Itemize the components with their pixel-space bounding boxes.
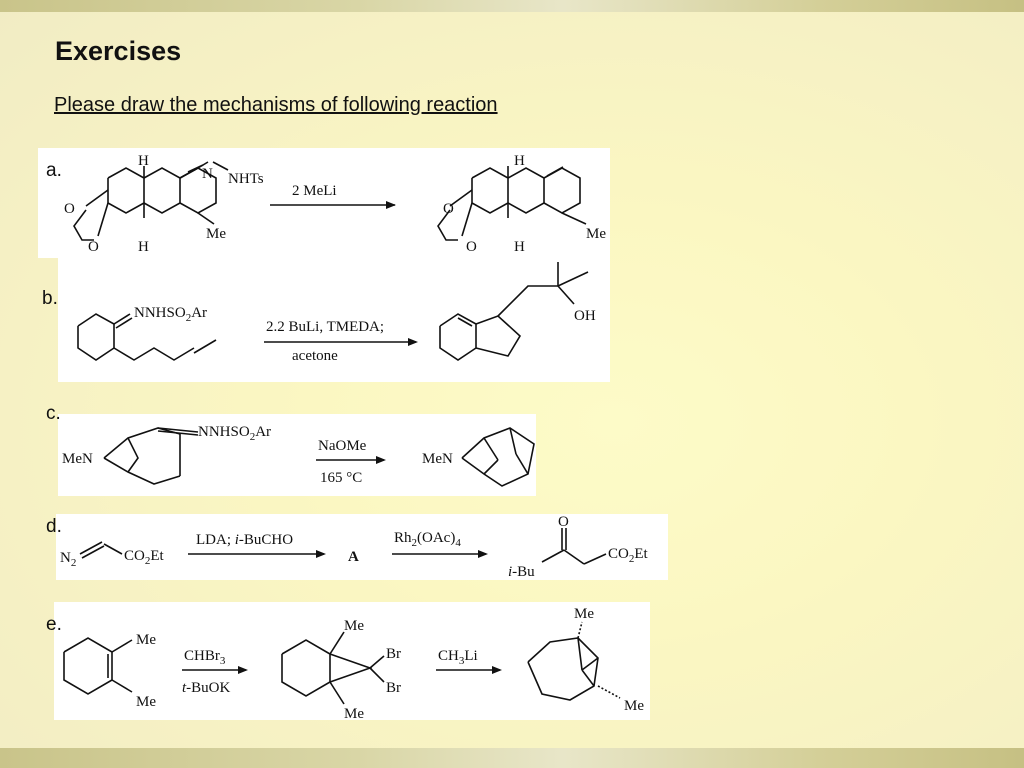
- reaction-a-product-h-bottom: H: [514, 239, 525, 255]
- reaction-e-product: Me Me: [527, 606, 644, 714]
- reaction-e-int-br-1: Br: [386, 646, 401, 662]
- reaction-d-scheme: N2 CO2Et LDA; i-BuCHO A Rh2(OAc)4 O i-Bu…: [60, 514, 649, 580]
- reaction-c-product-men: MeN: [422, 451, 453, 467]
- reaction-b-scheme: NNHSO2Ar 2.2 BuLi, TMEDA; acetone OH: [77, 262, 596, 364]
- slide-title: Exercises: [55, 36, 182, 66]
- reaction-e-product-me-bottom: Me: [624, 698, 644, 714]
- reaction-e-panel: Me Me CHBr3 t-BuOK Me Me Br Br CH3Li: [54, 602, 650, 722]
- bottom-decorative-band: [0, 748, 1024, 768]
- reaction-e-label: e.: [46, 614, 62, 635]
- reaction-a-label: a.: [46, 160, 62, 181]
- reaction-d-starting-material: N2 CO2Et: [60, 541, 165, 569]
- reaction-a-sm-o-bottom: O: [88, 239, 99, 255]
- reaction-a-product-o-bottom: O: [466, 239, 477, 255]
- reaction-e-int-br-2: Br: [386, 680, 401, 696]
- reaction-a-scheme: H H O O N NHTs Me 2 MeLi H H O O: [64, 153, 606, 255]
- reaction-d-product-o: O: [558, 514, 569, 530]
- reaction-b-starting-material: NNHSO2Ar: [77, 305, 217, 361]
- reaction-e-int-me-bottom: Me: [344, 706, 364, 722]
- reaction-b-product: OH: [439, 262, 596, 361]
- reaction-c-scheme: MeN NNHSO2Ar NaOMe 165 °C MeN: [62, 424, 535, 487]
- reaction-b-sm-hydrazone: NNHSO2Ar: [134, 305, 207, 324]
- reaction-c-panel: MeN NNHSO2Ar NaOMe 165 °C MeN: [58, 414, 536, 496]
- reaction-a-sm-n: N: [202, 166, 213, 182]
- reaction-a-sm-h-bottom: H: [138, 239, 149, 255]
- reaction-e-scheme: Me Me CHBr3 t-BuOK Me Me Br Br CH3Li: [63, 606, 644, 722]
- reaction-a-product-h-top: H: [514, 153, 525, 169]
- reaction-a-product: H H O O Me: [437, 153, 606, 255]
- reaction-b-reagent-bottom: acetone: [292, 348, 338, 364]
- reaction-a-sm-h-top: H: [138, 153, 149, 169]
- reaction-a-sm-me: Me: [206, 226, 226, 242]
- reaction-d-reagent-1: LDA; i-BuCHO: [196, 532, 293, 548]
- reaction-a-sm-o-top: O: [64, 201, 75, 217]
- reaction-b-panel: NNHSO2Ar 2.2 BuLi, TMEDA; acetone OH: [58, 256, 610, 382]
- reaction-d-sm-co2et: CO2Et: [124, 548, 165, 567]
- reaction-e-reagent-1b: t-BuOK: [182, 680, 231, 696]
- reaction-b-reagent-top: 2.2 BuLi, TMEDA;: [266, 319, 384, 335]
- reaction-d-panel: N2 CO2Et LDA; i-BuCHO A Rh2(OAc)4 O i-Bu…: [56, 514, 668, 580]
- reaction-d-product-ibu: i-Bu: [508, 564, 535, 580]
- reaction-c-starting-material: MeN NNHSO2Ar: [62, 424, 271, 485]
- top-decorative-band: [0, 0, 1024, 12]
- reaction-e-sm-me-bottom: Me: [136, 694, 156, 710]
- reaction-d-label: d.: [46, 516, 62, 537]
- reaction-c-reagent-bottom: 165 °C: [320, 470, 362, 486]
- reaction-a-product-me: Me: [586, 226, 606, 242]
- reaction-e-reagent-1: CHBr3: [184, 648, 226, 667]
- reaction-c-sm-hydrazone: NNHSO2Ar: [198, 424, 271, 443]
- reaction-e-reagent-2: CH3Li: [438, 648, 478, 667]
- reaction-d-sm-n2: N2: [60, 550, 76, 569]
- reaction-e-int-me-top: Me: [344, 618, 364, 634]
- reaction-a-sm-nhts: NHTs: [228, 171, 264, 187]
- reaction-a-starting-material: H H O O N NHTs Me: [64, 153, 264, 255]
- reaction-d-product-co2et: CO2Et: [608, 546, 649, 565]
- slide-subtitle: Please draw the mechanisms of following …: [54, 94, 498, 116]
- reaction-a-product-o-top: O: [443, 201, 454, 217]
- reaction-a-reagent: 2 MeLi: [292, 183, 337, 199]
- reaction-e-starting-material: Me Me: [63, 632, 156, 710]
- reaction-b-label: b.: [42, 288, 58, 309]
- reaction-d-reagent-2: Rh2(OAc)4: [394, 530, 461, 549]
- reaction-e-product-me-top: Me: [574, 606, 594, 622]
- reaction-d-intermediate: A: [348, 549, 359, 565]
- reaction-e-sm-me-top: Me: [136, 632, 156, 648]
- reaction-b-product-oh: OH: [574, 308, 596, 324]
- reaction-c-product: MeN: [422, 427, 535, 487]
- reaction-c-label: c.: [46, 403, 61, 424]
- reaction-a-panel: H H O O N NHTs Me 2 MeLi H H O O: [38, 148, 610, 258]
- reaction-e-intermediate: Me Me Br Br: [281, 618, 401, 722]
- reaction-c-sm-men: MeN: [62, 451, 93, 467]
- reaction-c-reagent-top: NaOMe: [318, 438, 367, 454]
- reaction-d-product: O i-Bu CO2Et: [508, 514, 649, 580]
